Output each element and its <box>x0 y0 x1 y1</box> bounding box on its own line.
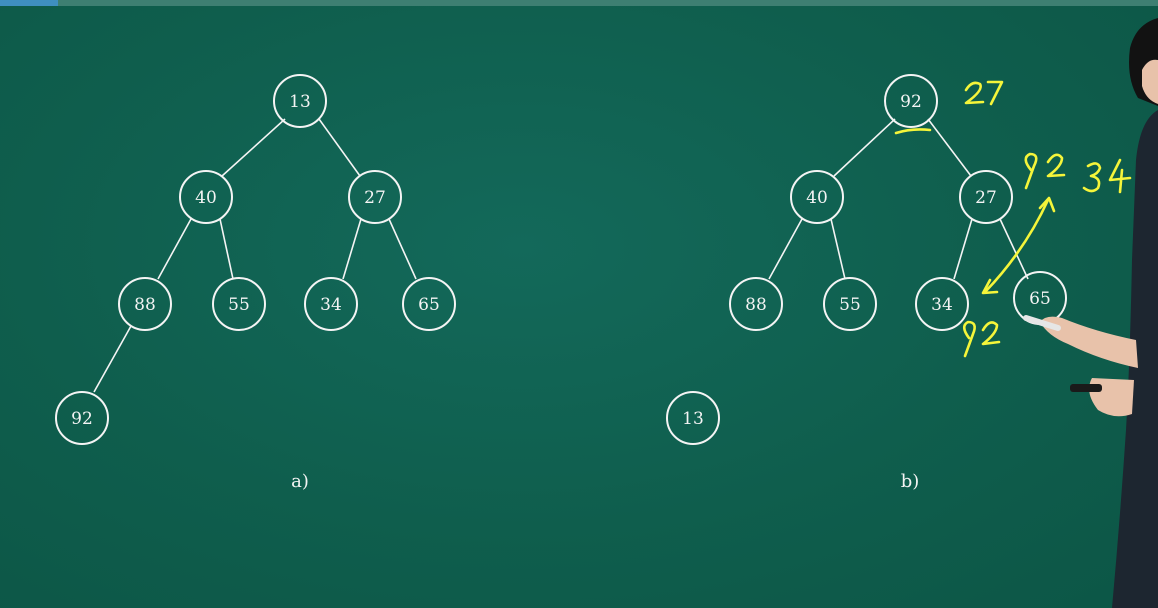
edge <box>768 218 803 280</box>
tree-node: 27 <box>959 170 1013 224</box>
edge <box>833 118 896 177</box>
edge <box>927 118 972 177</box>
presenter <box>1023 18 1158 608</box>
handwritten-annotations <box>894 80 1132 358</box>
node-label: 40 <box>806 188 828 208</box>
edge <box>157 218 192 280</box>
tree-node: 88 <box>118 277 172 331</box>
node-label: 55 <box>228 295 250 315</box>
chalkboard <box>0 6 1158 608</box>
edge <box>999 218 1029 280</box>
node-label: 40 <box>195 188 217 208</box>
presenter-hand <box>1089 378 1134 417</box>
tree-node: 40 <box>179 170 233 224</box>
annotation-92-bottom <box>962 320 1001 358</box>
edge <box>388 218 417 280</box>
presenter-arm <box>1040 316 1138 368</box>
tree-node: 40 <box>790 170 844 224</box>
tree-node: 65 <box>402 277 456 331</box>
tree-b: 92 40 27 88 55 34 65 13 b) <box>666 74 1067 492</box>
edge <box>342 218 362 280</box>
tree-node: 55 <box>212 277 266 331</box>
tree-node: 27 <box>348 170 402 224</box>
node-label: 88 <box>745 295 767 315</box>
node-label: 27 <box>364 188 386 208</box>
node-label: 34 <box>931 295 953 315</box>
annotation-27 <box>964 80 1004 106</box>
underline-mark <box>894 128 932 135</box>
node-label: 92 <box>900 92 922 112</box>
node-label: 88 <box>134 295 156 315</box>
tree-node: 88 <box>729 277 783 331</box>
tree-node: 92 <box>884 74 938 128</box>
node-label: 27 <box>975 188 997 208</box>
annotation-92-top <box>1024 152 1066 190</box>
progress-accent <box>0 0 58 6</box>
tree-node: 34 <box>915 277 969 331</box>
edge <box>953 218 973 280</box>
tree-node: 92 <box>55 391 109 445</box>
node-label: 55 <box>839 295 861 315</box>
edge <box>219 218 234 280</box>
edge <box>830 218 846 280</box>
caption-b: b) <box>901 471 920 492</box>
swap-arrow <box>981 196 1056 295</box>
node-label: 13 <box>682 409 704 429</box>
node-label: 92 <box>71 409 93 429</box>
pointer-remote <box>1070 384 1102 392</box>
tree-node: 55 <box>823 277 877 331</box>
tree-node: 13 <box>273 74 327 128</box>
tree-a: 13 40 27 88 55 34 65 92 a) <box>55 74 456 492</box>
tree-node: 34 <box>304 277 358 331</box>
node-label: 65 <box>1029 289 1051 309</box>
marker-pen <box>1023 315 1061 331</box>
tree-node: 65 <box>1013 271 1067 325</box>
edge <box>93 325 132 393</box>
edge <box>318 118 361 177</box>
video-top-bar <box>0 0 1158 6</box>
edge <box>221 118 286 177</box>
caption-a: a) <box>291 471 309 492</box>
node-label: 13 <box>289 92 311 112</box>
tree-node: 13 <box>666 391 720 445</box>
annotation-34 <box>1082 158 1132 194</box>
node-label: 65 <box>418 295 440 315</box>
presenter-face <box>1142 59 1158 104</box>
node-label: 34 <box>320 295 342 315</box>
